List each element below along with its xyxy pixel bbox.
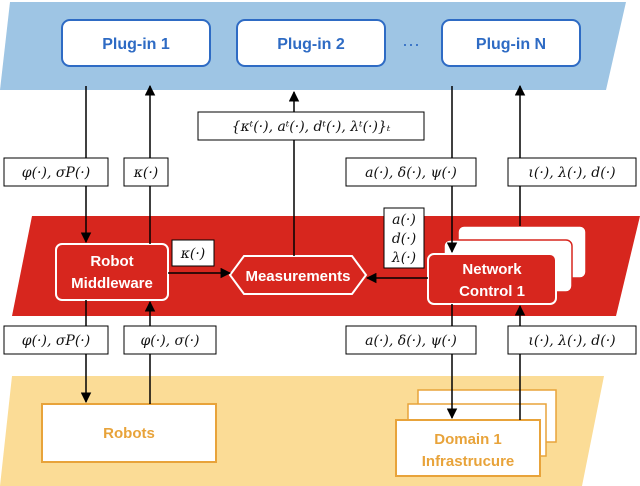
robots-box[interactable]: Robots bbox=[41, 403, 217, 463]
svg-text:φ(·), σ(·): φ(·), σ(·) bbox=[140, 333, 199, 349]
label-a-d-lambda-stack: a(·) d(·) λ(·) bbox=[383, 207, 425, 269]
plugin-2-label: Plug-in 2 bbox=[277, 36, 345, 53]
robots-label: Robots bbox=[103, 425, 155, 442]
label-phi-sigma-top: φ(·), σP(·) bbox=[3, 157, 109, 187]
label-iota-lambda-d-top: ι(·), λ(·), d(·) bbox=[507, 157, 637, 187]
plugin-2-box[interactable]: Plug-in 2 bbox=[236, 19, 386, 67]
measurements-label: Measurements bbox=[245, 268, 350, 285]
svg-text:φ(·), σP(·): φ(·), σP(·) bbox=[22, 165, 90, 181]
svg-text:{κᵗ(·), aᵗ(·), dᵗ(·), λᵗ(·)}ₜ: {κᵗ(·), aᵗ(·), dᵗ(·), λᵗ(·)}ₜ bbox=[232, 119, 391, 135]
plugin-n-label: Plug-in N bbox=[476, 36, 546, 53]
svg-text:d(·): d(·) bbox=[392, 231, 416, 247]
robot-middleware-line2: Middleware bbox=[71, 275, 153, 292]
label-a-delta-psi-top: a(·), δ(·), ψ(·) bbox=[345, 157, 477, 187]
domain-line2: Infrastrucure bbox=[422, 453, 515, 470]
svg-text:κ(·): κ(·) bbox=[133, 165, 159, 181]
plugin-1-label: Plug-in 1 bbox=[102, 36, 170, 53]
plugin-n-box[interactable]: Plug-in N bbox=[441, 19, 581, 67]
svg-text:φ(·), σP(·): φ(·), σP(·) bbox=[22, 333, 90, 349]
plugin-1-box[interactable]: Plug-in 1 bbox=[61, 19, 211, 67]
network-control-line1: Network bbox=[462, 261, 522, 278]
label-phi-sigma-bottom: φ(·), σP(·) bbox=[3, 325, 109, 355]
label-measurement-set: {κᵗ(·), aᵗ(·), dᵗ(·), λᵗ(·)}ₜ bbox=[197, 111, 425, 141]
measurements-node[interactable]: Measurements bbox=[228, 255, 368, 295]
domain-infrastructure-box[interactable]: Domain 1 Infrastrucure bbox=[395, 419, 541, 477]
label-iota-lambda-d-bottom: ι(·), λ(·), d(·) bbox=[507, 325, 637, 355]
svg-text:κ(·): κ(·) bbox=[180, 246, 206, 262]
robot-middleware-line1: Robot bbox=[90, 253, 133, 270]
network-control-line2: Control 1 bbox=[459, 283, 525, 300]
svg-text:ι(·), λ(·), d(·): ι(·), λ(·), d(·) bbox=[528, 333, 615, 349]
label-kappa-mid: κ(·) bbox=[171, 239, 215, 267]
svg-text:ι(·), λ(·), d(·): ι(·), λ(·), d(·) bbox=[528, 165, 615, 181]
svg-text:a(·): a(·) bbox=[392, 212, 416, 228]
domain-line1: Domain 1 bbox=[434, 431, 502, 448]
plugins-ellipsis: ··· bbox=[402, 34, 420, 54]
robot-middleware-box[interactable]: Robot Middleware bbox=[55, 243, 169, 301]
svg-text:λ(·): λ(·) bbox=[391, 250, 416, 266]
svg-text:a(·), δ(·), ψ(·): a(·), δ(·), ψ(·) bbox=[365, 333, 457, 349]
label-phi-sigma2-bottom: φ(·), σ(·) bbox=[123, 325, 217, 355]
label-kappa-top: κ(·) bbox=[123, 157, 169, 187]
label-a-delta-psi-bottom: a(·), δ(·), ψ(·) bbox=[345, 325, 477, 355]
svg-text:a(·), δ(·), ψ(·): a(·), δ(·), ψ(·) bbox=[365, 165, 457, 181]
network-control-box[interactable]: Network Control 1 bbox=[427, 253, 557, 305]
